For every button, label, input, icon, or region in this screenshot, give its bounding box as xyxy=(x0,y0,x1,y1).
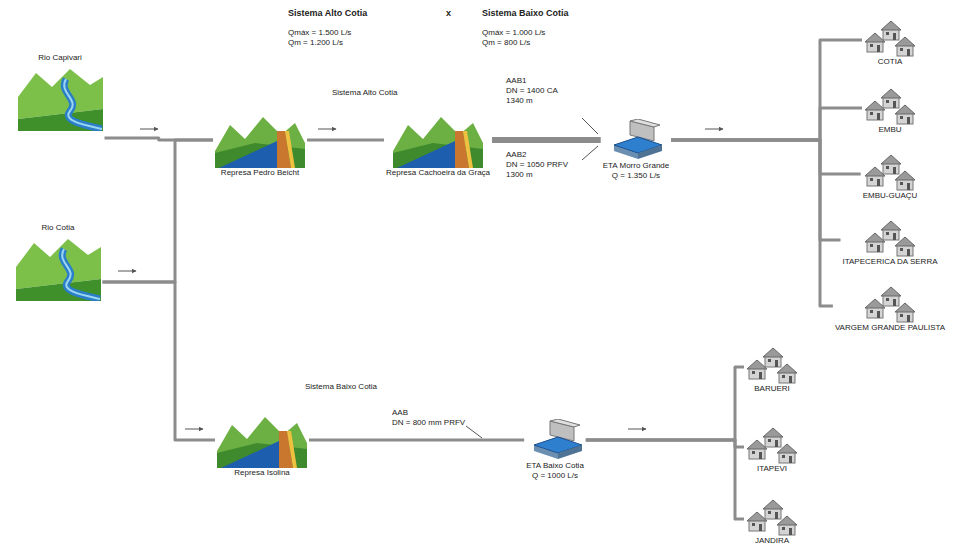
flow-arrow xyxy=(628,429,646,430)
house-icon xyxy=(864,285,916,323)
node-label: VARGEM GRANDE PAULISTA xyxy=(835,323,945,333)
node-label: JANDIRA xyxy=(746,536,798,546)
node-label: Represa Pedro Beicht xyxy=(215,168,305,178)
flow-arrow xyxy=(705,129,723,130)
diagram-label: Sistema Baixo Cotia xyxy=(482,8,569,18)
diagram-label: x xyxy=(446,8,451,18)
pipeline-connector xyxy=(671,108,862,140)
flow-arrow xyxy=(318,129,336,130)
leader-line xyxy=(466,426,482,438)
node-label: Rio Cotia xyxy=(16,223,101,233)
house-icon xyxy=(746,426,798,464)
house-icon xyxy=(746,498,798,536)
node-label: BARUERI xyxy=(746,384,798,394)
pipeline-connector xyxy=(103,282,216,440)
dam-icon xyxy=(393,113,483,168)
house-icon xyxy=(864,19,916,57)
node-label: Q = 1.350 L/s xyxy=(603,171,670,181)
flow-arrow xyxy=(118,271,136,272)
eta-icon xyxy=(528,419,583,461)
diagram-label: DN = 800 mm PRFV xyxy=(392,418,465,428)
house-node: BARUERI xyxy=(744,345,800,395)
house-icon xyxy=(864,87,916,125)
diagram-label: AAB2 xyxy=(506,150,526,160)
dam-node: Represa Isolina xyxy=(215,412,309,479)
river-node: Rio Capivari xyxy=(16,52,105,132)
node-label: ETA Baixo Cotia xyxy=(526,461,584,471)
node-label: EMBU-GUAÇU xyxy=(863,191,918,201)
diagram-label: Qm = 800 L/s xyxy=(482,38,530,48)
house-node: COTIA xyxy=(862,18,918,68)
eta-node: ETA Morro GrandeQ = 1.350 L/s xyxy=(601,118,672,182)
diagram-label: AAB xyxy=(392,408,408,418)
dam-node: Represa Pedro Beicht xyxy=(213,112,307,179)
node-label: ITAPECERICA DA SERRA xyxy=(843,257,938,267)
pipeline-connector xyxy=(671,40,862,140)
river-icon xyxy=(18,63,103,131)
diagram-label: 1300 m xyxy=(506,170,533,180)
diagram-label: Qmáx = 1.500 L/s xyxy=(288,28,351,38)
pipeline-connector xyxy=(492,137,601,143)
dam-icon xyxy=(217,413,307,468)
house-node: EMBU xyxy=(862,86,918,136)
pipeline-connector xyxy=(586,367,744,440)
pipeline-connector xyxy=(307,139,384,142)
pipeline-connector xyxy=(309,439,524,442)
river-icon xyxy=(16,233,101,301)
diagram-label: 1340 m xyxy=(506,96,533,106)
node-label: Represa Cachoeira da Graça xyxy=(386,168,490,178)
pipeline-connector xyxy=(671,140,840,240)
diagram-label: Qmáx = 1.000 L/s xyxy=(482,28,545,38)
house-node: ITAPEVI xyxy=(744,425,800,475)
diagram-label: DN = 1400 CA xyxy=(506,86,558,96)
house-node: JANDIRA xyxy=(744,497,800,547)
eta-icon xyxy=(608,119,663,161)
pipeline-connector xyxy=(671,140,833,306)
house-icon xyxy=(746,346,798,384)
house-node: EMBU-GUAÇU xyxy=(861,152,920,202)
node-label: EMBU xyxy=(864,125,916,135)
house-node: ITAPECERICA DA SERRA xyxy=(841,218,940,268)
node-label: Rio Capivari xyxy=(18,53,103,63)
eta-node: ETA Baixo CotiaQ = 1000 L/s xyxy=(524,418,586,482)
diagram-label: AAB1 xyxy=(506,76,526,86)
node-label: ITAPEVI xyxy=(746,464,798,474)
dam-icon xyxy=(215,113,305,168)
house-icon xyxy=(864,219,916,257)
pipeline-connector xyxy=(586,440,744,519)
pipeline-connector xyxy=(671,140,860,174)
flow-arrow xyxy=(185,429,203,430)
diagram-label: Sistema Baixo Cotia xyxy=(305,382,377,392)
house-node: VARGEM GRANDE PAULISTA xyxy=(833,284,947,334)
node-label: Represa Isolina xyxy=(217,468,307,478)
node-label: ETA Morro Grande xyxy=(603,161,670,171)
river-node: Rio Cotia xyxy=(14,222,103,302)
diagram-label: Sistema Alto Cotia xyxy=(288,8,367,18)
dam-node: Represa Cachoeira da Graça xyxy=(384,112,492,179)
diagram-label: DN = 1050 PRFV xyxy=(506,160,568,170)
node-label: COTIA xyxy=(864,57,916,67)
node-label: Q = 1000 L/s xyxy=(526,471,584,481)
diagram-label: Qm = 1.200 L/s xyxy=(288,38,343,48)
diagram-label: Sistema Alto Cotia xyxy=(332,88,397,98)
flow-arrow xyxy=(140,129,158,130)
pipeline-connector xyxy=(103,140,214,282)
house-icon xyxy=(864,153,916,191)
